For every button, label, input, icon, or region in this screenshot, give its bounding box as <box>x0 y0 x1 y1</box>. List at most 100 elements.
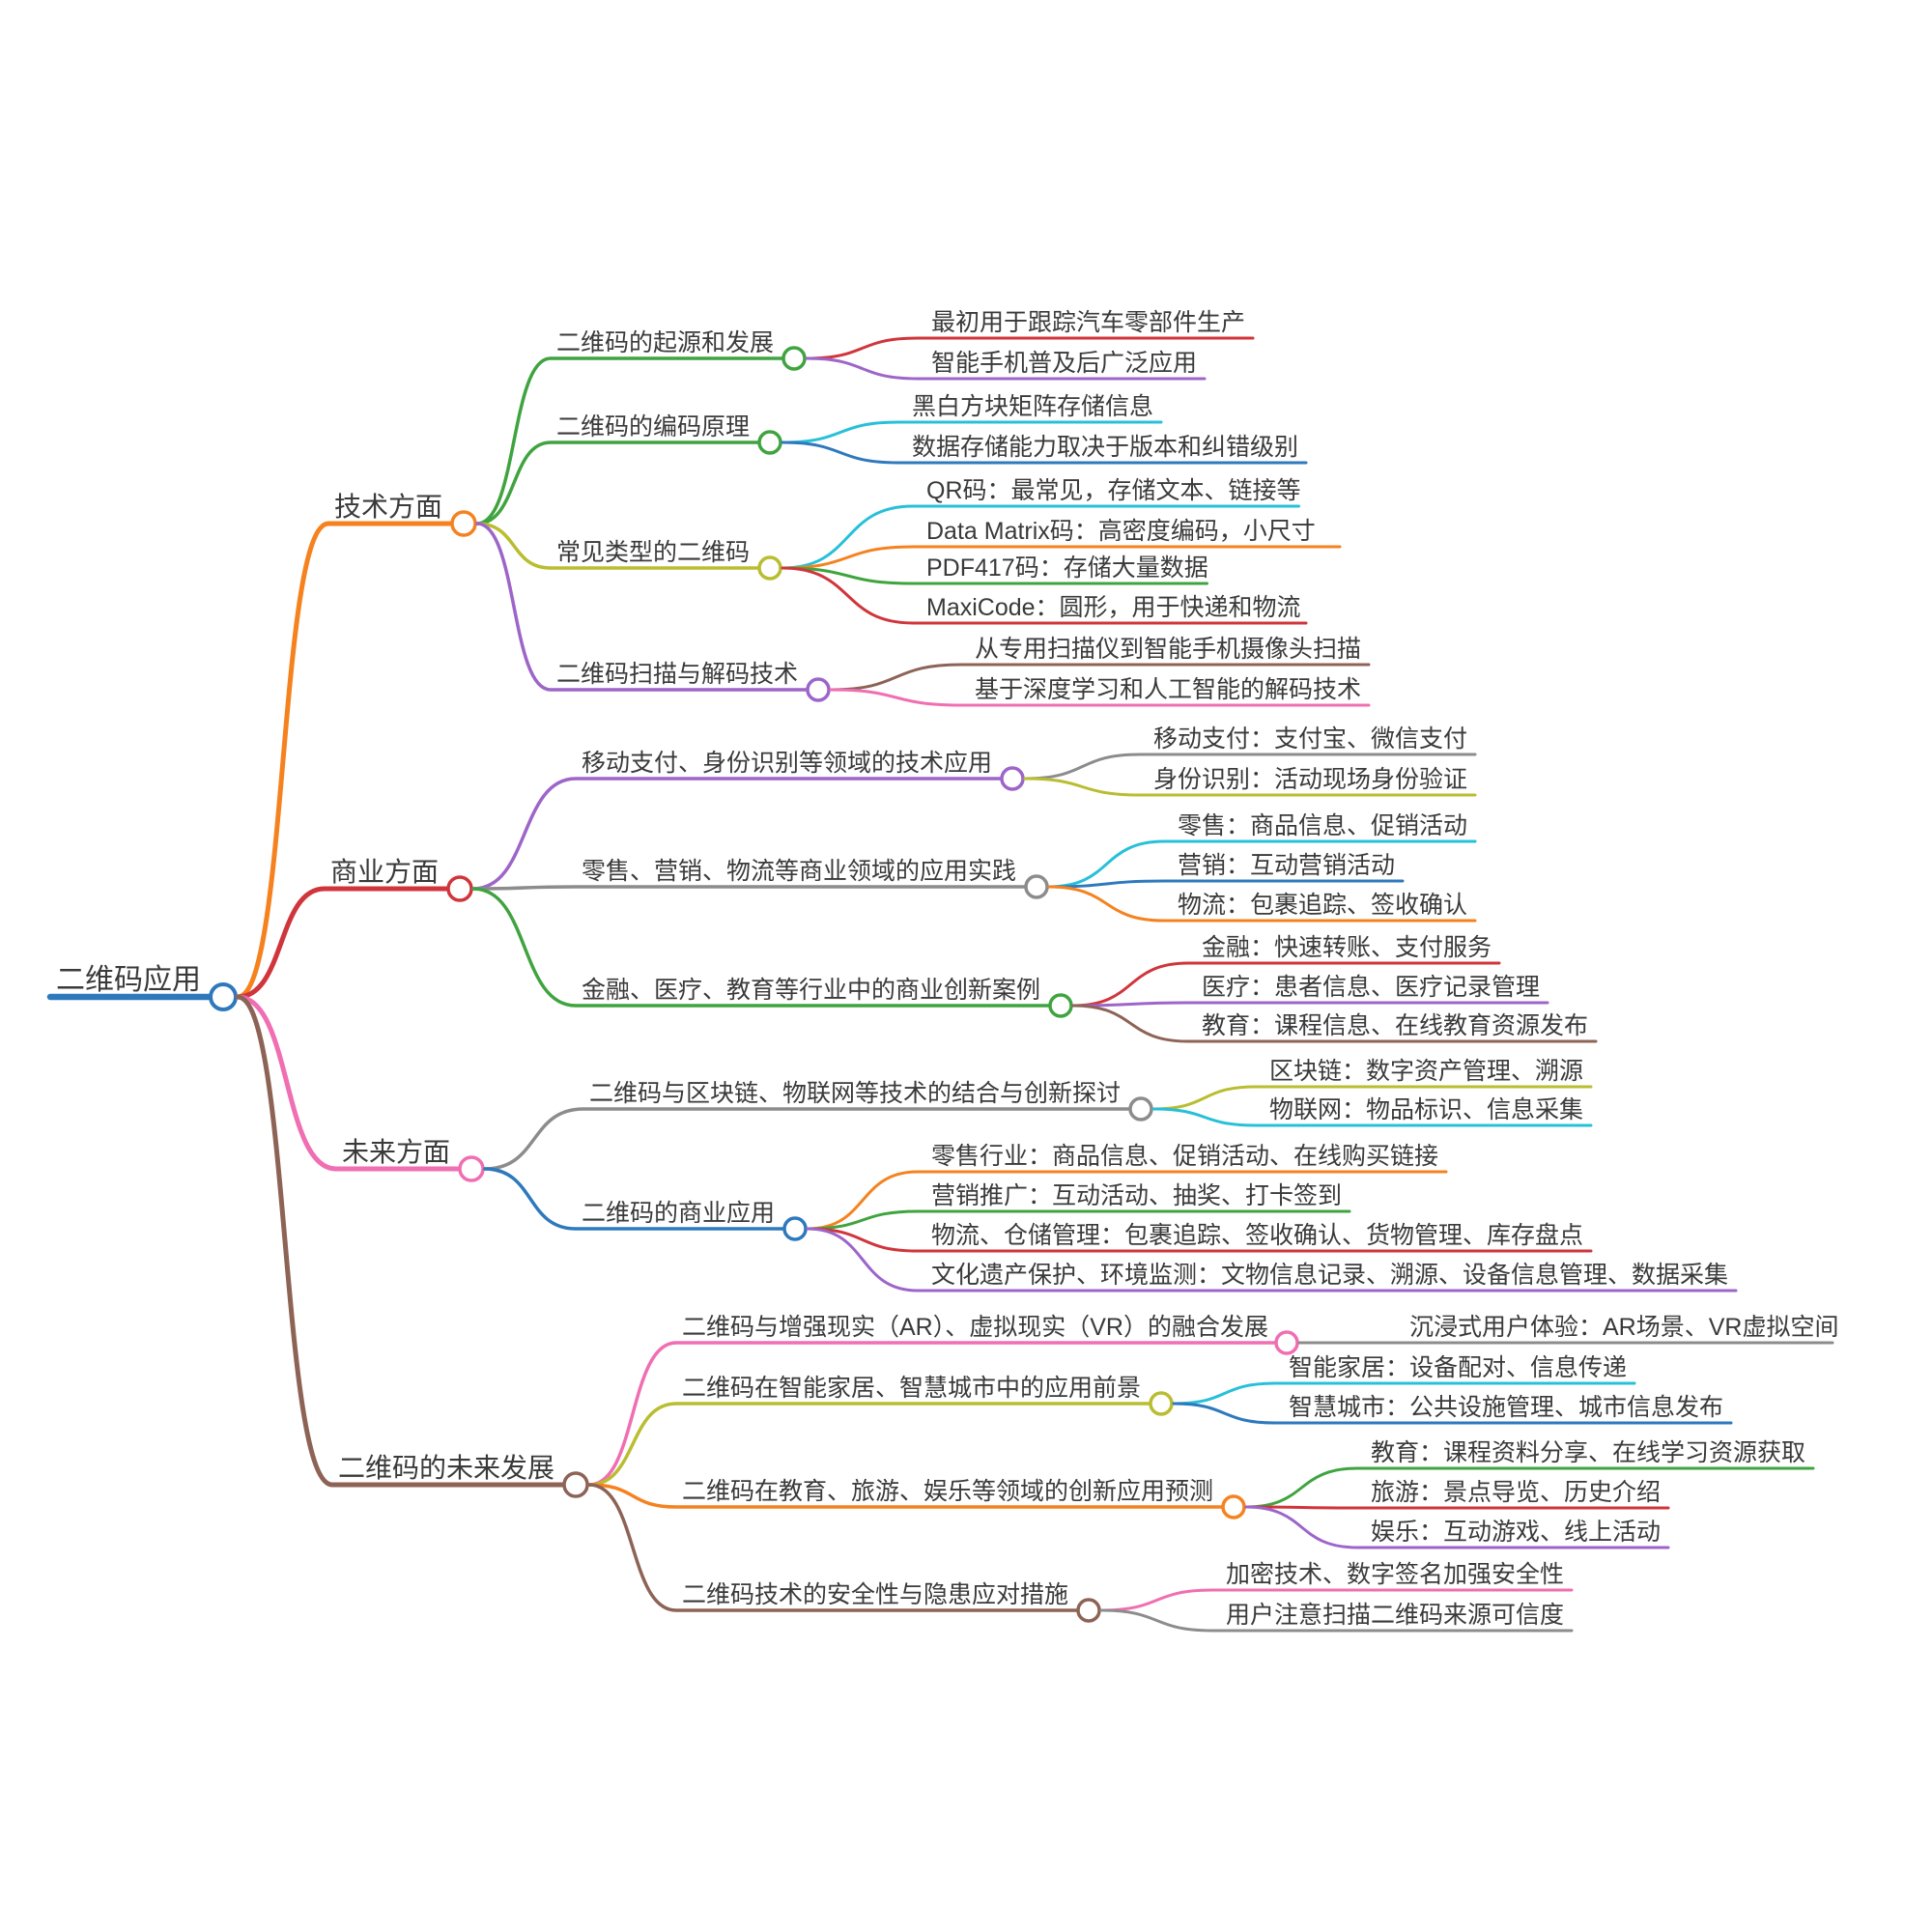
node-label[interactable]: 沉浸式用户体验：AR场景、VR虚拟空间 <box>1409 1314 1838 1341</box>
node-label[interactable]: 二维码在教育、旅游、娱乐等领域的创新应用预测 <box>682 1478 1213 1505</box>
node-circle[interactable] <box>458 1155 485 1182</box>
mindmap-node[interactable]: 金融、医疗、教育等行业中的商业创新案例 <box>471 887 1073 1018</box>
mindmap-node[interactable]: 物流：包裹追踪、签收确认 <box>1047 885 1477 923</box>
mindmap-node[interactable]: 商业方面 <box>235 857 473 1000</box>
node-label[interactable]: 区块链：数字资产管理、溯源 <box>1269 1058 1583 1085</box>
mindmap-node[interactable]: 二维码在教育、旅游、娱乐等领域的创新应用预测 <box>587 1478 1246 1520</box>
node-label[interactable]: 二维码的编码原理 <box>556 413 750 440</box>
mindmap-node[interactable]: 沉浸式用户体验：AR场景、VR虚拟空间 <box>1297 1314 1838 1345</box>
node-circle[interactable] <box>562 1471 589 1498</box>
mindmap-node[interactable]: 零售：商品信息、促销活动 <box>1047 812 1477 889</box>
mindmap-node[interactable]: 二维码的编码原理 <box>475 413 782 526</box>
node-label[interactable]: 文化遗产保护、环境监测：文物信息记录、溯源、设备信息管理、数据采集 <box>931 1262 1728 1289</box>
node-label[interactable]: 二维码技术的安全性与隐患应对措施 <box>682 1581 1068 1608</box>
node-label[interactable]: 技术方面 <box>334 492 442 522</box>
mindmap-node[interactable]: 营销：互动营销活动 <box>1047 852 1405 889</box>
node-circle[interactable] <box>806 677 831 702</box>
mindmap-node[interactable]: 移动支付：支付宝、微信支付 <box>1023 725 1477 781</box>
mindmap-node[interactable]: 二维码的商业应用 <box>483 1167 808 1241</box>
node-label[interactable]: 二维码与区块链、物联网等技术的结合与创新探讨 <box>589 1080 1121 1107</box>
mindmap-node[interactable]: Data Matrix码：高密度编码，小尺寸 <box>781 518 1342 570</box>
mindmap-node[interactable]: 常见类型的二维码 <box>475 522 782 581</box>
mindmap-node[interactable]: 医疗：患者信息、医疗记录管理 <box>1071 974 1549 1008</box>
node-circle[interactable] <box>209 982 238 1011</box>
node-label[interactable]: 基于深度学习和人工智能的解码技术 <box>975 676 1361 703</box>
mindmap-node[interactable]: 加密技术、数字签名加强安全性 <box>1099 1561 1574 1612</box>
node-label[interactable]: 营销：互动营销活动 <box>1178 852 1395 879</box>
node-label[interactable]: Data Matrix码：高密度编码，小尺寸 <box>926 518 1316 545</box>
node-label[interactable]: 二维码的未来发展 <box>338 1453 554 1483</box>
mindmap-node[interactable]: 二维码与区块链、物联网等技术的结合与创新探讨 <box>483 1080 1153 1171</box>
mindmap-node[interactable]: 零售、营销、物流等商业领域的应用实践 <box>471 858 1049 899</box>
node-label[interactable]: 教育：课程信息、在线教育资源发布 <box>1202 1012 1588 1039</box>
node-circle[interactable] <box>1024 874 1049 899</box>
node-label[interactable]: 零售、营销、物流等商业领域的应用实践 <box>582 858 1016 885</box>
node-label[interactable]: 移动支付：支付宝、微信支付 <box>1153 725 1467 753</box>
mindmap-node[interactable]: MaxiCode：圆形，用于快递和物流 <box>781 566 1308 625</box>
node-label[interactable]: 智慧城市：公共设施管理、城市信息发布 <box>1289 1394 1723 1421</box>
node-label[interactable]: 金融：快速转账、支付服务 <box>1202 934 1492 961</box>
node-label[interactable]: QR码：最常见，存储文本、链接等 <box>926 477 1301 504</box>
node-label[interactable]: 物联网：物品标识、信息采集 <box>1269 1096 1583 1123</box>
node-label[interactable]: 金融、医疗、教育等行业中的商业创新案例 <box>582 977 1040 1004</box>
node-label[interactable]: 医疗：患者信息、医疗记录管理 <box>1202 974 1540 1001</box>
node-label[interactable]: 教育：课程资料分享、在线学习资源获取 <box>1371 1439 1805 1466</box>
mindmap-node[interactable]: 零售行业：商品信息、促销活动、在线购买链接 <box>806 1143 1448 1231</box>
mindmap-node[interactable]: 二维码的起源和发展 <box>475 329 807 526</box>
node-label[interactable]: 黑白方块矩阵存储信息 <box>912 393 1153 420</box>
node-label[interactable]: 从专用扫描仪到智能手机摄像头扫描 <box>975 636 1361 663</box>
node-label[interactable]: 物流：包裹追踪、签收确认 <box>1178 892 1467 919</box>
node-label[interactable]: 最初用于跟踪汽车零部件生产 <box>931 309 1245 336</box>
node-label[interactable]: 常见类型的二维码 <box>556 539 750 566</box>
node-label[interactable]: 二维码的商业应用 <box>582 1200 775 1227</box>
node-label[interactable]: PDF417码：存储大量数据 <box>926 554 1208 582</box>
mindmap-node[interactable]: 最初用于跟踪汽车零部件生产 <box>805 309 1255 360</box>
node-circle[interactable] <box>1221 1494 1246 1520</box>
node-label[interactable]: 二维码扫描与解码技术 <box>556 661 798 688</box>
node-label[interactable]: 数据存储能力取决于版本和纠错级别 <box>912 434 1298 461</box>
node-label[interactable]: MaxiCode：圆形，用于快递和物流 <box>926 594 1301 621</box>
node-label[interactable]: 二维码应用 <box>56 964 201 996</box>
node-label[interactable]: 智能家居：设备配对、信息传递 <box>1289 1354 1627 1381</box>
mindmap-node[interactable]: 二维码与增强现实（AR）、虚拟现实（VR）的融合发展 <box>587 1314 1299 1487</box>
mindmap-node[interactable]: 智慧城市：公共设施管理、城市信息发布 <box>1172 1394 1733 1425</box>
node-label[interactable]: 移动支付、身份识别等领域的技术应用 <box>582 750 992 777</box>
node-label[interactable]: 商业方面 <box>330 857 439 887</box>
mindmap-node[interactable]: 技术方面 <box>235 492 477 1000</box>
mindmap-node[interactable]: 用户注意扫描二维码来源可信度 <box>1099 1602 1574 1633</box>
mindmap-node[interactable]: 二维码扫描与解码技术 <box>475 522 831 702</box>
node-circle[interactable] <box>1076 1598 1101 1623</box>
node-label[interactable]: 二维码在智能家居、智慧城市中的应用前景 <box>682 1375 1141 1402</box>
node-circle[interactable] <box>446 875 473 902</box>
node-label[interactable]: 智能手机普及后广泛应用 <box>931 350 1197 377</box>
mindmap-node[interactable]: 二维码技术的安全性与隐患应对措施 <box>587 1483 1101 1623</box>
mindmap-node[interactable]: QR码：最常见，存储文本、链接等 <box>781 477 1301 570</box>
node-label[interactable]: 二维码的起源和发展 <box>556 329 774 356</box>
mindmap-node[interactable]: PDF417码：存储大量数据 <box>781 554 1208 585</box>
mindmap-node[interactable]: 智能家居：设备配对、信息传递 <box>1172 1354 1636 1406</box>
node-label[interactable]: 旅游：景点导览、历史介绍 <box>1371 1479 1661 1506</box>
mindmap-node[interactable]: 未来方面 <box>235 994 485 1182</box>
node-circle[interactable] <box>450 510 477 537</box>
node-circle[interactable] <box>757 555 782 581</box>
mindmap-node[interactable]: 黑白方块矩阵存储信息 <box>781 393 1163 444</box>
node-circle[interactable] <box>781 346 807 371</box>
mindmap-node[interactable]: 数据存储能力取决于版本和纠错级别 <box>781 434 1308 465</box>
node-label[interactable]: 未来方面 <box>342 1137 450 1167</box>
mindmap-node[interactable]: 旅游：景点导览、历史介绍 <box>1244 1479 1670 1510</box>
mindmap-node[interactable]: 物流、仓储管理：包裹追踪、签收确认、货物管理、库存盘点 <box>806 1222 1593 1253</box>
mindmap-node[interactable]: 智能手机普及后广泛应用 <box>805 350 1207 381</box>
node-label[interactable]: 物流、仓储管理：包裹追踪、签收确认、货物管理、库存盘点 <box>931 1222 1583 1249</box>
node-circle[interactable] <box>782 1216 808 1241</box>
node-circle[interactable] <box>1000 766 1025 791</box>
mindmap-node[interactable]: 二维码应用 <box>46 964 238 1011</box>
mindmap-node[interactable]: 二维码的未来发展 <box>235 994 589 1498</box>
node-circle[interactable] <box>1048 993 1073 1018</box>
mindmap-node[interactable]: 移动支付、身份识别等领域的技术应用 <box>471 750 1025 891</box>
mindmap-node[interactable]: 区块链：数字资产管理、溯源 <box>1151 1058 1593 1111</box>
mindmap-node[interactable]: 营销推广：互动活动、抽奖、打卡签到 <box>806 1182 1351 1231</box>
node-label[interactable]: 加密技术、数字签名加强安全性 <box>1226 1561 1564 1588</box>
node-circle[interactable] <box>1149 1391 1174 1416</box>
mindmap-node[interactable]: 文化遗产保护、环境监测：文物信息记录、溯源、设备信息管理、数据采集 <box>806 1227 1738 1293</box>
mindmap-node[interactable]: 金融：快速转账、支付服务 <box>1071 934 1501 1008</box>
